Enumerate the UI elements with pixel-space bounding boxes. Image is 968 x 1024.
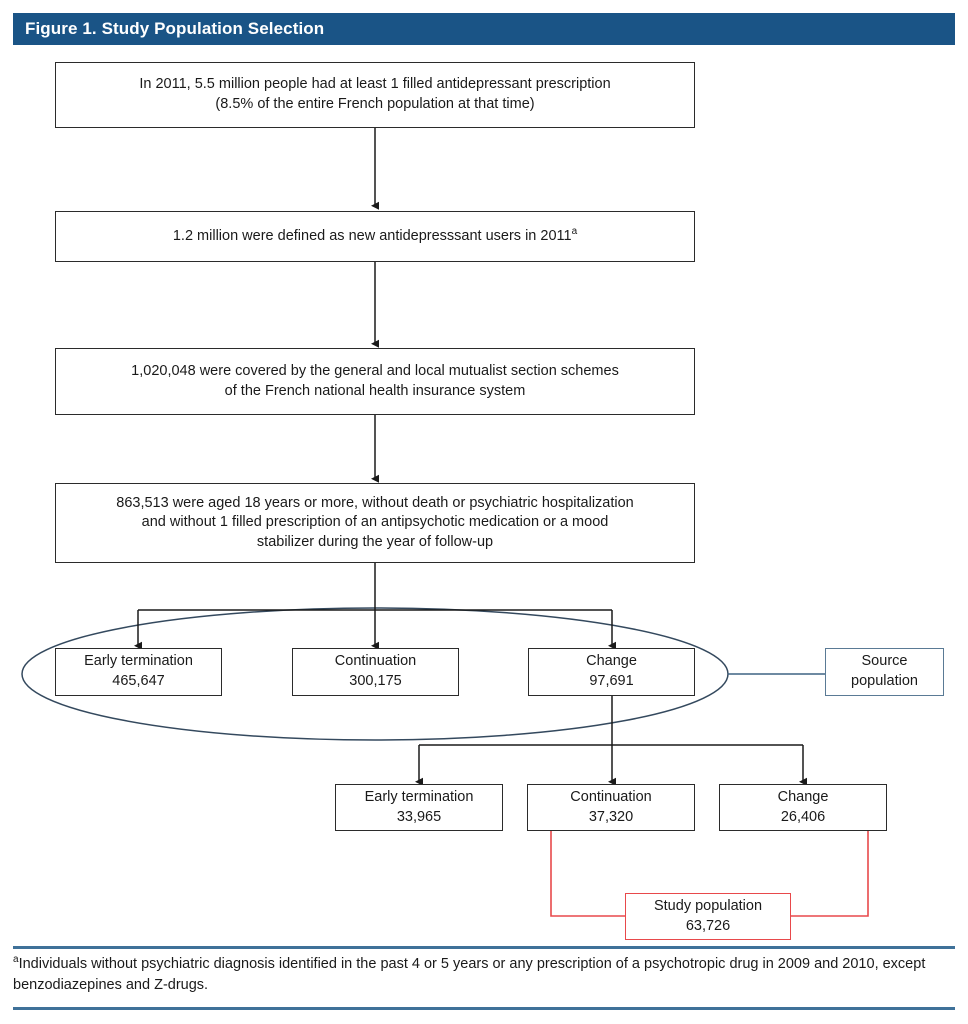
node-level2-early-termination-value: 33,965: [396, 808, 442, 825]
node-step1-line2: (8.5% of the entire French population at…: [215, 96, 535, 112]
node-step3: 1,020,048 were covered by the general an…: [55, 348, 695, 415]
footnote-text: Individuals without psychiatric diagnosi…: [13, 956, 926, 994]
node-step4-line2: and without 1 filled prescription of an …: [141, 514, 609, 531]
node-level1-change-label: Change: [586, 653, 637, 670]
node-level1-early-termination-label: Early termination: [84, 653, 193, 670]
node-source-population: Source population: [825, 648, 944, 696]
node-level2-continuation-value: 37,320: [588, 808, 634, 825]
node-source-population-line2: population: [851, 673, 918, 689]
node-level2-change: Change 26,406: [719, 784, 887, 831]
figure-header-bar: Figure 1. Study Population Selection: [13, 13, 955, 45]
node-level2-continuation-label: Continuation: [570, 788, 652, 805]
node-step2-superscript: a: [571, 225, 578, 237]
connector-continuation-study-population: [550, 831, 625, 917]
node-level2-early-termination: Early termination 33,965: [335, 784, 503, 831]
node-step2: 1.2 million were defined as new antidepr…: [55, 211, 695, 262]
node-level1-early-termination-value: 465,647: [112, 673, 165, 689]
node-step3-line1: 1,020,048 were covered by the general an…: [131, 362, 619, 379]
connector-change-study-population: [791, 831, 869, 917]
node-study-population-label: Study population: [653, 897, 763, 914]
node-level1-early-termination: Early termination 465,647: [55, 648, 222, 696]
node-level1-change-value: 97,691: [589, 673, 634, 689]
node-level1-change: Change 97,691: [528, 648, 695, 696]
footnote-rule-bottom: [13, 1007, 955, 1010]
node-level2-change-label: Change: [777, 788, 829, 805]
node-step1: In 2011, 5.5 million people had at least…: [55, 62, 695, 128]
node-step1-line1: In 2011, 5.5 million people had at least…: [139, 76, 611, 93]
node-step2-text: 1.2 million were defined as new antidepr…: [172, 225, 578, 247]
footnote-rule-top: [13, 946, 955, 949]
node-step4-line1: 863,513 were aged 18 years or more, with…: [116, 494, 634, 511]
node-level1-continuation-value: 300,175: [349, 673, 402, 689]
node-level2-continuation: Continuation 37,320: [527, 784, 695, 831]
node-level1-continuation: Continuation 300,175: [292, 648, 459, 696]
node-study-population: Study population 63,726: [625, 893, 791, 940]
node-step4-line3: stabilizer during the year of follow-up: [256, 533, 494, 550]
node-level1-continuation-label: Continuation: [334, 653, 417, 670]
node-step2-line1: 1.2 million were defined as new antidepr…: [172, 227, 572, 244]
node-step4: 863,513 were aged 18 years or more, with…: [55, 483, 695, 563]
node-step3-line2: of the French national health insurance …: [224, 382, 526, 399]
page-title: Figure 1. Study Population Selection: [25, 19, 325, 38]
footnote-superscript: a: [13, 954, 19, 966]
node-level2-change-value: 26,406: [780, 808, 826, 825]
node-level2-early-termination-label: Early termination: [364, 788, 474, 805]
footnote: aIndividuals without psychiatric diagnos…: [13, 954, 959, 996]
node-source-population-line1: Source: [861, 653, 908, 670]
node-study-population-value: 63,726: [685, 917, 731, 934]
